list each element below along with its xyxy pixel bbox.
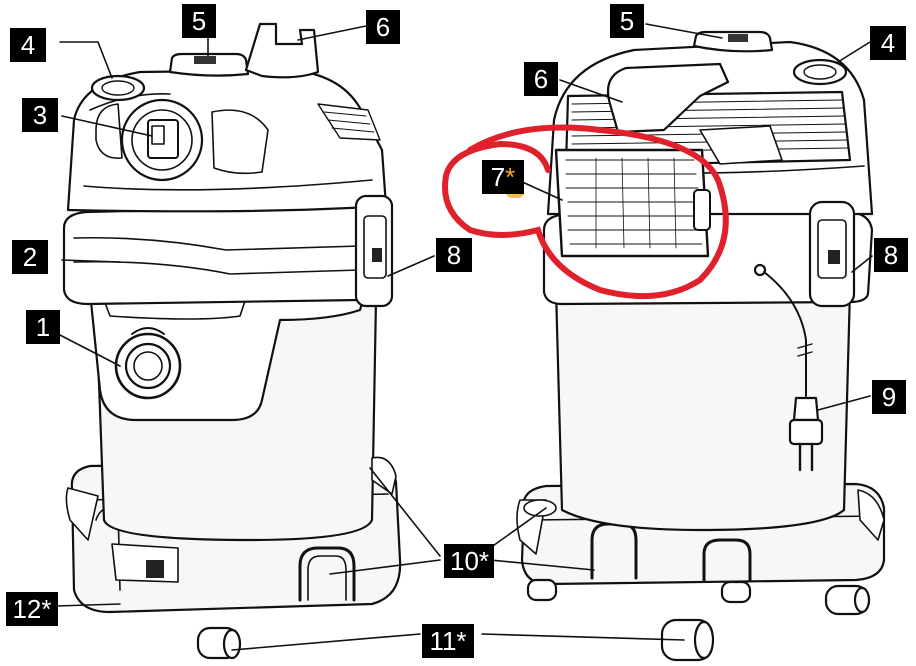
callout-11: 11* bbox=[422, 624, 474, 658]
left-wheel-front-left bbox=[196, 626, 242, 660]
right-cable-holder bbox=[606, 62, 730, 134]
hose-inlet bbox=[114, 327, 182, 400]
left-cable-holder bbox=[244, 22, 320, 79]
callout-12: 12* bbox=[6, 592, 58, 626]
right-wheels bbox=[526, 578, 871, 662]
callout-3: 3 bbox=[22, 98, 58, 132]
callout-5-left: 5 bbox=[182, 4, 216, 38]
callout-4-left: 4 bbox=[10, 28, 46, 62]
callout-8-right: 8 bbox=[874, 238, 908, 272]
callout-6-right: 6 bbox=[524, 62, 558, 96]
filter-cover bbox=[554, 148, 711, 258]
callout-6-left: 6 bbox=[366, 10, 400, 44]
left-collar bbox=[62, 204, 384, 306]
callout-1: 1 bbox=[26, 310, 60, 344]
callout-4-right: 4 bbox=[870, 26, 906, 60]
right-drum bbox=[554, 288, 852, 532]
left-socket bbox=[354, 194, 394, 308]
callout-5-right: 5 bbox=[610, 4, 644, 38]
left-vacuum bbox=[62, 22, 402, 660]
power-dial bbox=[120, 98, 204, 182]
red-highlight-circle bbox=[442, 124, 729, 300]
callout-2: 2 bbox=[12, 240, 48, 274]
power-cord-plug bbox=[753, 263, 824, 472]
callout-7-asterisk: * bbox=[505, 162, 516, 192]
callout-10: 10* bbox=[444, 544, 494, 578]
left-top-handle bbox=[168, 52, 250, 77]
left-base-logo bbox=[146, 560, 164, 578]
leader-lines bbox=[55, 23, 873, 651]
callout-7-number: 7 bbox=[490, 162, 506, 192]
callout-9: 9 bbox=[872, 380, 906, 414]
right-socket bbox=[808, 200, 856, 308]
right-vacuum bbox=[516, 30, 886, 662]
callout-8-left: 8 bbox=[436, 238, 472, 272]
callout-7: 7* bbox=[482, 160, 524, 194]
